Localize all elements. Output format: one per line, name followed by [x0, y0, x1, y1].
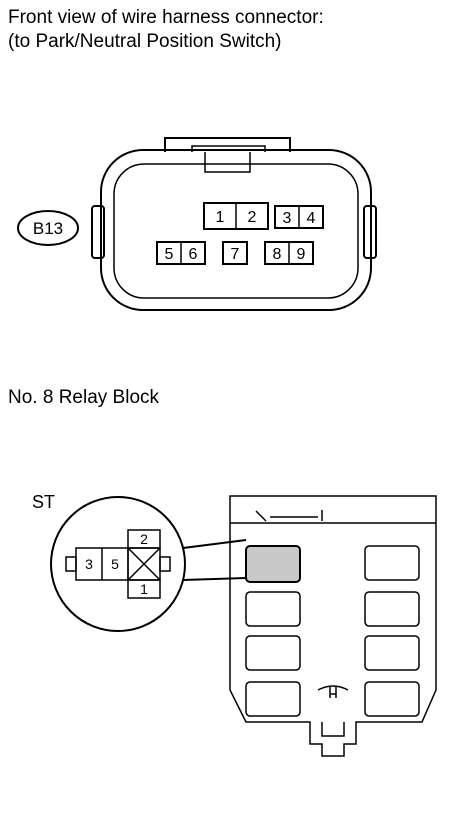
- pin-label-3: 3: [283, 210, 292, 227]
- relay-pin-label-2: 2: [140, 531, 148, 547]
- relay-block-bottom-notch: [321, 722, 345, 737]
- relay-slot: [364, 591, 420, 627]
- relay-block-lock-mark: [317, 685, 349, 698]
- relay-cross-b: [127, 547, 161, 581]
- connector-latch-slot: [204, 152, 251, 173]
- connector-pins: [156, 202, 324, 265]
- relay-pin1-box: [127, 579, 161, 599]
- connector-code-badge: B13: [17, 210, 79, 246]
- pin-label-1: 1: [216, 209, 225, 226]
- pin-block-7: [222, 241, 248, 265]
- pin-label-8: 8: [273, 246, 282, 263]
- relay-block-outline: [229, 495, 437, 757]
- connector-housing-inner: [113, 163, 359, 299]
- relay-slot: [364, 681, 420, 717]
- relay-pin-labels: 3 5 2 1: [85, 531, 148, 597]
- relay-callout-pointer: [182, 539, 247, 581]
- pin-label-6: 6: [189, 246, 198, 263]
- connector-caption-line2: (to Park/Neutral Position Switch): [8, 31, 282, 52]
- relay-slot: [245, 591, 301, 627]
- pin-label-4: 4: [307, 210, 316, 227]
- connector-left-tab: [91, 205, 105, 259]
- connector-housing-outer: [100, 149, 372, 311]
- relay-block-housing: [229, 495, 437, 757]
- relay-block-top-marks: [255, 510, 323, 522]
- pin-label-2: 2: [248, 209, 257, 226]
- pin-label-7: 7: [231, 246, 240, 263]
- relay-slot: [364, 635, 420, 671]
- relay-slot-st-highlight: [245, 545, 301, 583]
- relay-slot: [245, 635, 301, 671]
- pin-label-9: 9: [297, 246, 306, 263]
- relay-pin-label-5: 5: [111, 556, 119, 572]
- connector-code-oval: [17, 210, 79, 246]
- connector-b13: [91, 137, 377, 311]
- relay-block-caption: No. 8 Relay Block: [8, 387, 160, 408]
- relay-slot: [364, 545, 420, 581]
- relay-slot: [245, 681, 301, 717]
- connector-latch: [164, 137, 291, 152]
- connector-code-text: B13: [33, 219, 63, 238]
- connector-caption: Front view of wire harness connector: (t…: [8, 6, 324, 54]
- relay-pin-label-1: 1: [140, 581, 148, 597]
- pin-label-5: 5: [165, 246, 174, 263]
- relay-pin-label-3: 3: [85, 556, 93, 572]
- relay-detail: [65, 529, 171, 599]
- connector-pin-labels: 1 2 3 4 5 6 7 8 9: [165, 209, 316, 263]
- relay-label-st: ST: [32, 492, 55, 512]
- relay-slots: [245, 545, 420, 717]
- connector-caption-line1: Front view of wire harness connector:: [8, 7, 324, 28]
- relay-callout: [50, 496, 247, 632]
